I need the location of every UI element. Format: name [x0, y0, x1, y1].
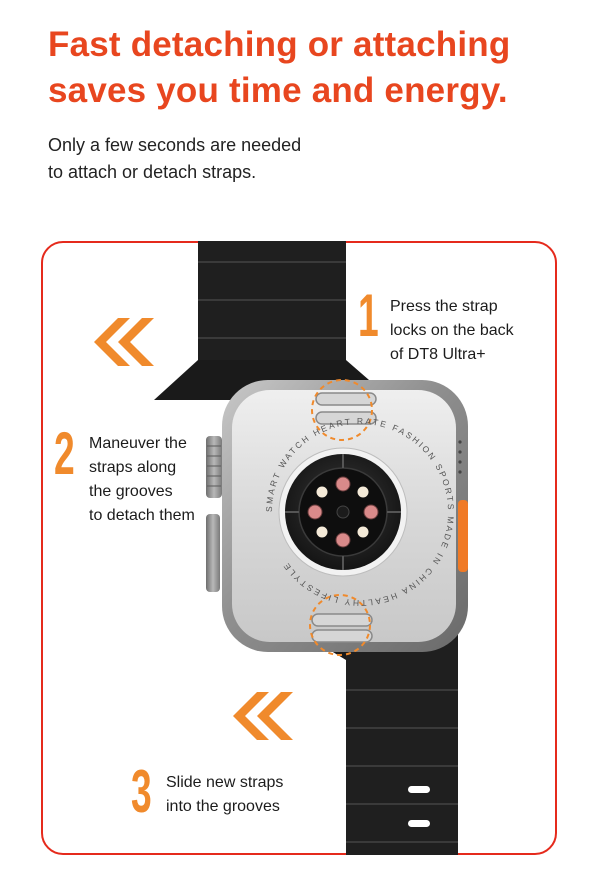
step-2-line: straps along — [89, 459, 177, 476]
step-1-number: 1 — [358, 282, 379, 349]
bottom-strap — [300, 632, 458, 855]
strap-lock-top — [311, 379, 377, 441]
step-1-line: locks on the back — [390, 322, 514, 339]
action-button — [458, 500, 468, 572]
strap-lock-bottom — [309, 594, 373, 656]
side-button — [206, 514, 220, 592]
step-3-text: Slide new straps into the grooves — [166, 771, 283, 819]
headline-line-1: Fast detaching or attaching — [48, 25, 511, 64]
subheading-line-1: Only a few seconds are needed — [48, 135, 302, 155]
digital-crown — [206, 436, 222, 498]
headline: Fast detaching or attaching saves you ti… — [48, 22, 588, 114]
headline-line-2: saves you time and energy. — [48, 71, 508, 110]
step-1-text: Press the strap locks on the back of DT8… — [390, 295, 514, 367]
step-3-line: into the grooves — [166, 798, 280, 815]
subheading: Only a few seconds are needed to attach … — [48, 132, 448, 186]
step-3-line: Slide new straps — [166, 774, 284, 791]
step-2-line: Maneuver the — [89, 435, 187, 452]
chevron-left-icon-bottom — [233, 692, 293, 740]
chevron-left-icon-top — [94, 318, 154, 366]
top-strap — [154, 241, 392, 400]
step-1-line: Press the strap — [390, 298, 498, 315]
subheading-line-2: to attach or detach straps. — [48, 162, 257, 182]
step-2-text: Maneuver the straps along the grooves to… — [89, 432, 195, 528]
step-2-line: the grooves — [89, 483, 173, 500]
step-1-line: of DT8 Ultra+ — [390, 346, 486, 363]
step-3-number: 3 — [131, 758, 152, 825]
step-2-number: 2 — [54, 420, 75, 487]
step-2-line: to detach them — [89, 507, 195, 524]
